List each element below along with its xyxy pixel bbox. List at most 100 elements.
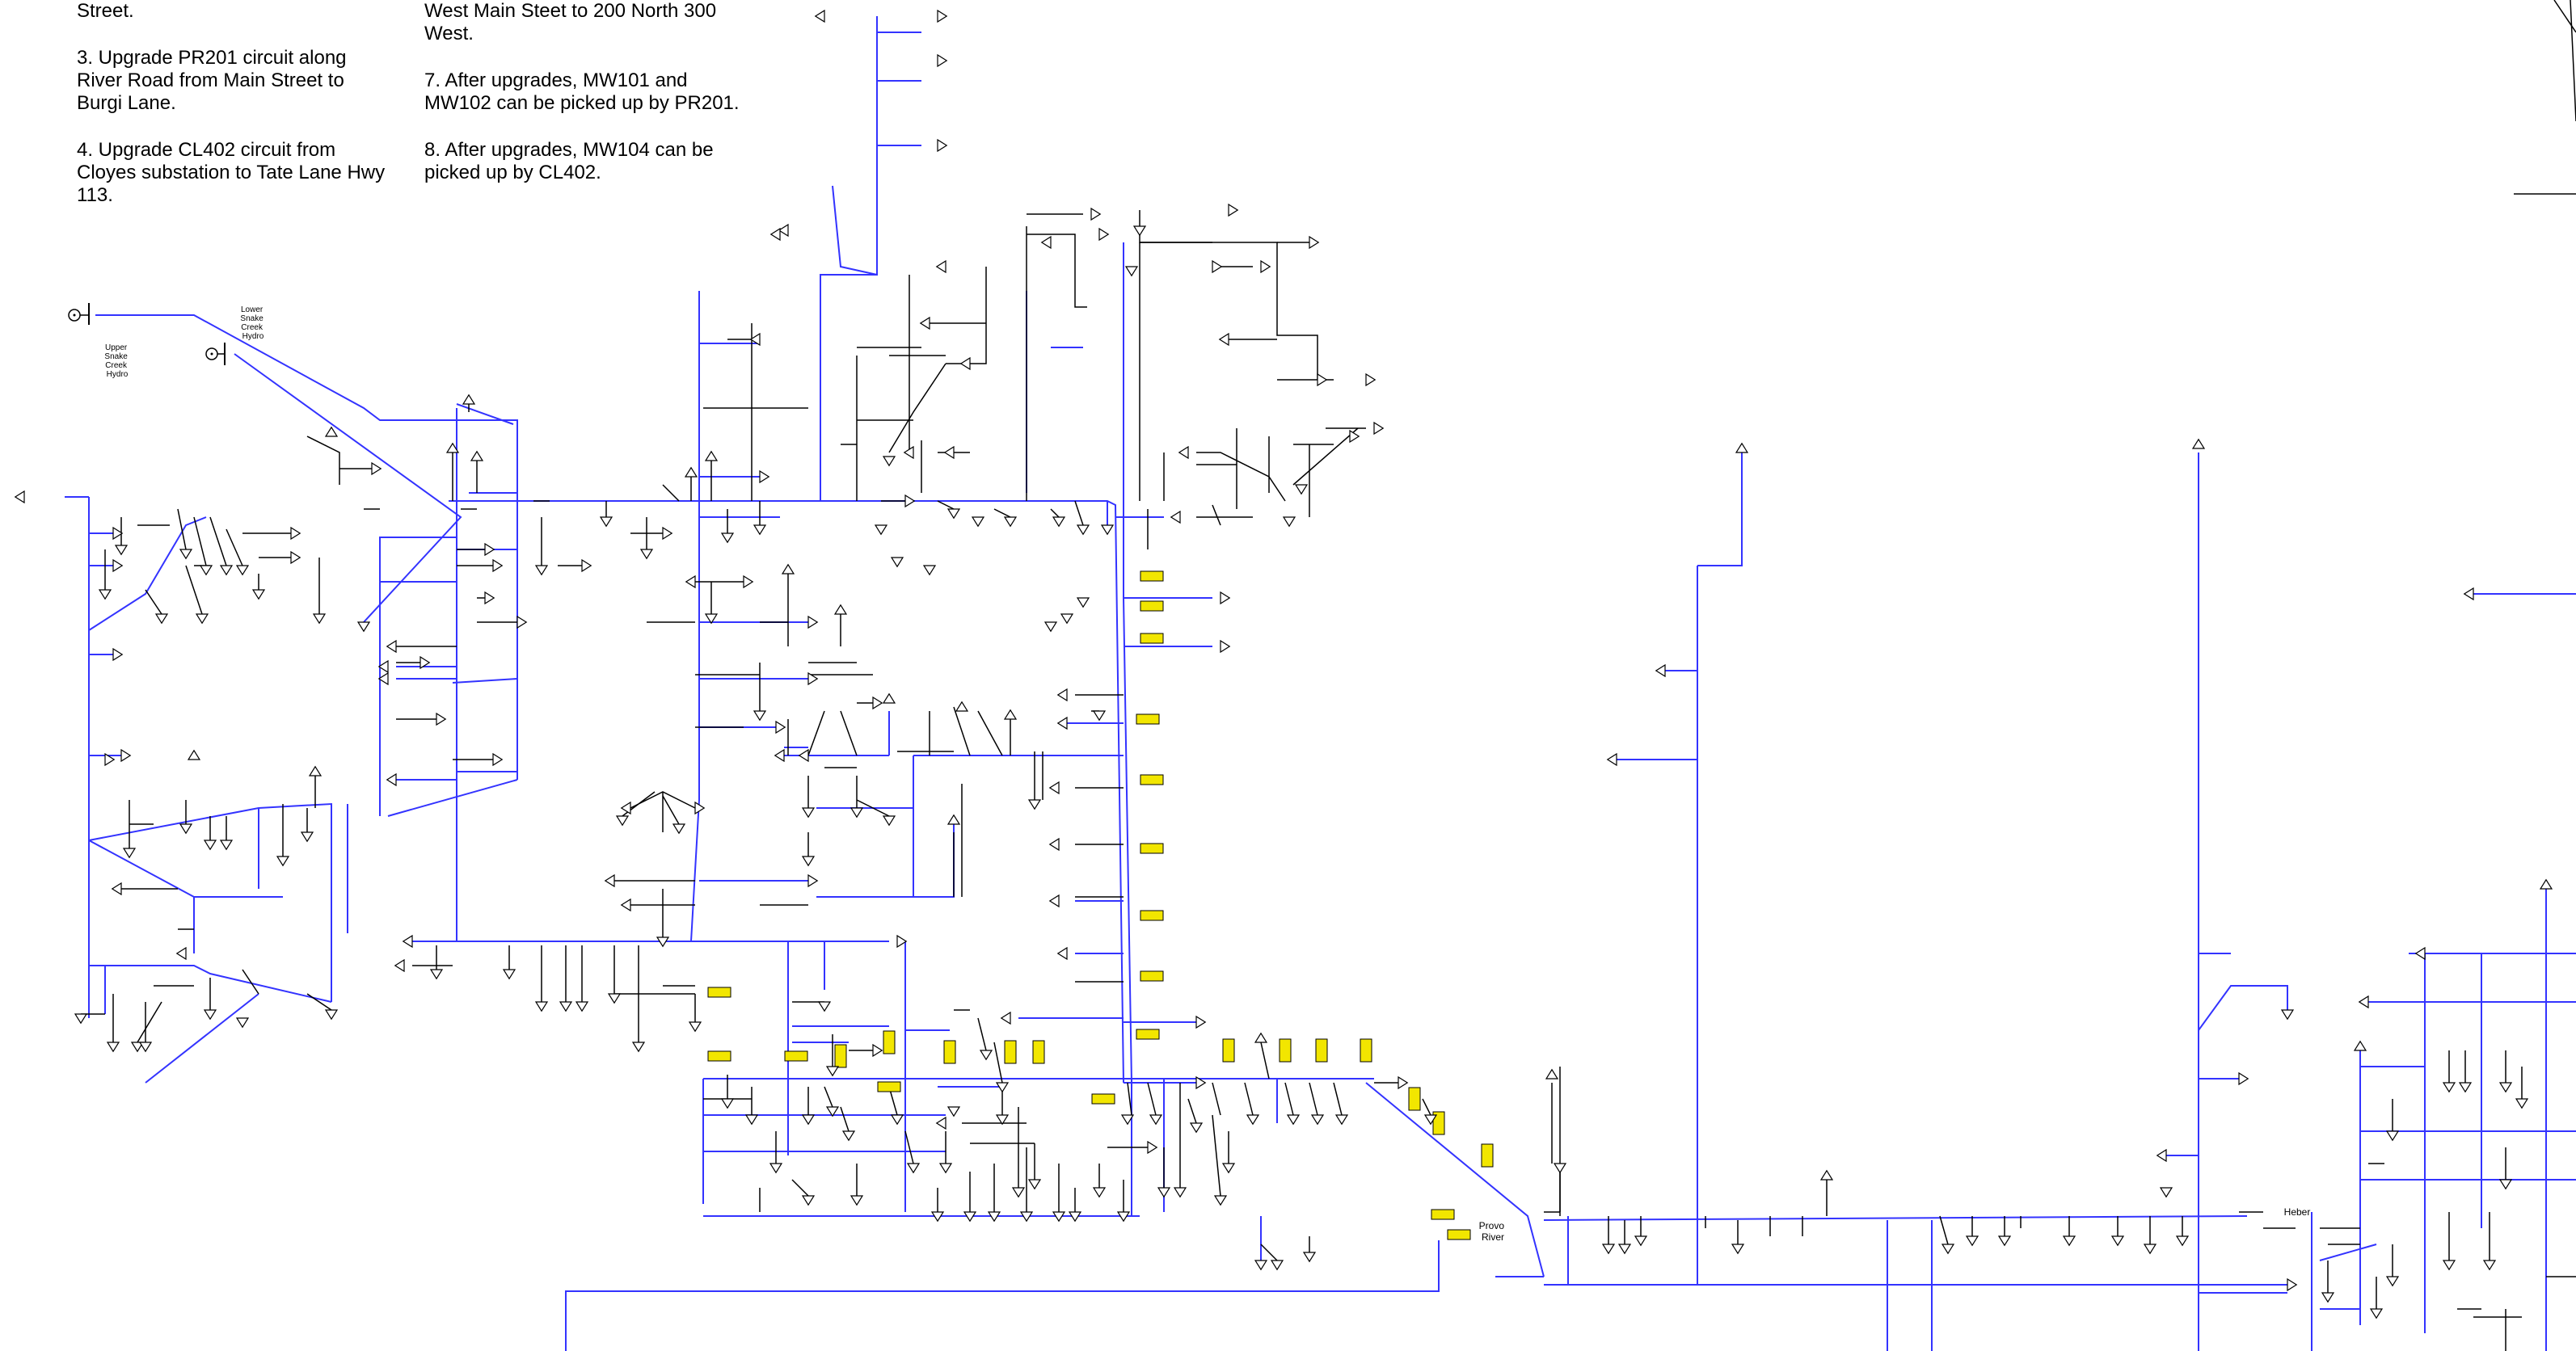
load-triangle-icon (179, 549, 193, 560)
load-triangle-icon (1195, 1015, 1207, 1029)
load-triangle-icon (798, 748, 809, 763)
load-triangle-icon (1260, 259, 1271, 274)
load-triangle-icon (1220, 639, 1231, 654)
load-triangle-icon (1100, 524, 1115, 536)
upgrade-highlight-tag (1447, 1229, 1471, 1240)
load-triangle-icon (356, 621, 371, 633)
load-triangle-icon (2385, 1276, 2400, 1287)
load-triangle-icon (774, 748, 785, 763)
load-triangle-icon (662, 526, 673, 541)
lateral-line (226, 528, 243, 566)
load-triangle-icon (744, 1114, 759, 1126)
feeder-line (1697, 452, 1743, 566)
load-triangle-icon (963, 1211, 977, 1223)
load-triangle-icon (324, 1009, 339, 1021)
distribution-lines-blue (65, 16, 2576, 1351)
load-triangle-icon (1309, 235, 1320, 250)
load-triangle-icon (1092, 1187, 1107, 1198)
load-triangle-icon (882, 815, 896, 827)
load-triangle-icon (290, 526, 301, 541)
upgrade-highlight-tag (1091, 1093, 1115, 1105)
load-triangle-icon (1634, 1235, 1648, 1247)
load-triangle-icon (377, 671, 389, 686)
load-triangle-icon (502, 969, 516, 980)
load-triangle-icon (2175, 1235, 2190, 1247)
load-triangle-icon (2385, 1130, 2400, 1142)
lateral-line (306, 993, 332, 1011)
load-triangle-icon (203, 1009, 217, 1021)
load-triangle-icon (1173, 1187, 1187, 1198)
lateral-line (993, 1042, 1003, 1084)
load-triangle-icon (2498, 1179, 2513, 1190)
distribution-lines-black (81, 0, 2576, 1351)
load-triangle-icon (470, 450, 484, 461)
load-triangle-icon (2458, 1082, 2473, 1093)
load-triangle-icon (2515, 1098, 2529, 1109)
load-triangle-icon (111, 882, 122, 896)
upgrade-highlight-tag (1136, 713, 1160, 725)
load-triangle-icon (1124, 266, 1139, 277)
load-triangle-icon (2238, 1071, 2249, 1086)
load-triangle-icon (995, 1082, 1010, 1093)
load-triangle-icon (1553, 1163, 1567, 1174)
load-triangle-icon (814, 9, 825, 23)
load-triangle-icon (604, 873, 615, 888)
load-triangle-icon (394, 958, 405, 973)
load-triangle-icon (631, 1042, 646, 1053)
load-triangle-icon (484, 591, 495, 605)
load-triangle-icon (1941, 1244, 1955, 1255)
lateral-line (977, 710, 1003, 756)
upgrade-highlight-tag (1315, 1038, 1328, 1063)
load-triangle-icon (312, 613, 327, 625)
lateral-line (904, 1130, 914, 1164)
upgrade-highlight-tag (1279, 1038, 1292, 1063)
lateral-line (1050, 508, 1060, 518)
feeder-line (88, 802, 332, 1002)
load-triangle-icon (850, 807, 864, 819)
load-triangle-icon (120, 748, 132, 763)
load-triangle-icon (1056, 946, 1068, 961)
lateral-line (662, 795, 680, 825)
load-triangle-icon (112, 526, 124, 541)
load-triangle-icon (781, 563, 795, 574)
upgrade-highlight-tag (1004, 1040, 1017, 1064)
feeder-line (2198, 985, 2288, 1031)
lateral-line (1292, 427, 1359, 486)
load-triangle-icon (1056, 688, 1068, 702)
load-triangle-icon (1270, 1260, 1284, 1271)
load-triangle-icon (1423, 1114, 1438, 1126)
load-triangle-icon (937, 53, 948, 68)
load-triangle-icon (1213, 1195, 1228, 1206)
load-triangle-icon (684, 466, 698, 478)
load-triangle-icon (251, 589, 266, 600)
lateral-line (1074, 500, 1084, 526)
load-triangle-icon (2191, 438, 2206, 449)
load-triangle-icon (1003, 516, 1018, 528)
load-triangle-icon (801, 856, 816, 867)
upgrade-highlights (707, 570, 1494, 1240)
feeder-line (452, 678, 518, 684)
load-triangle-icon (154, 613, 169, 625)
load-triangle-icon (175, 946, 187, 961)
lateral-line (145, 589, 162, 615)
load-triangle-icon (1116, 1211, 1131, 1223)
upgrade-highlight-tag (1140, 843, 1164, 854)
load-triangle-icon (955, 701, 969, 712)
load-triangle-icon (672, 823, 686, 835)
load-triangle-icon (1365, 372, 1377, 387)
load-triangle-icon (807, 671, 819, 686)
upgrade-highlight-tag (1140, 970, 1164, 982)
load-triangle-icon (1228, 203, 1239, 217)
lateral-line (1244, 1082, 1254, 1116)
load-triangle-icon (801, 1114, 816, 1126)
load-triangle-icon (1011, 1187, 1026, 1198)
load-triangle-icon (1092, 710, 1107, 722)
load-triangle-icon (2110, 1235, 2125, 1247)
load-triangle-icon (2353, 1040, 2367, 1051)
load-triangle-icon (825, 1106, 840, 1117)
load-triangle-icon (1056, 716, 1068, 730)
load-triangle-icon (615, 815, 630, 827)
upgrade-highlight-tag (943, 1040, 956, 1064)
load-triangle-icon (935, 1116, 947, 1130)
load-triangle-icon (436, 712, 447, 726)
